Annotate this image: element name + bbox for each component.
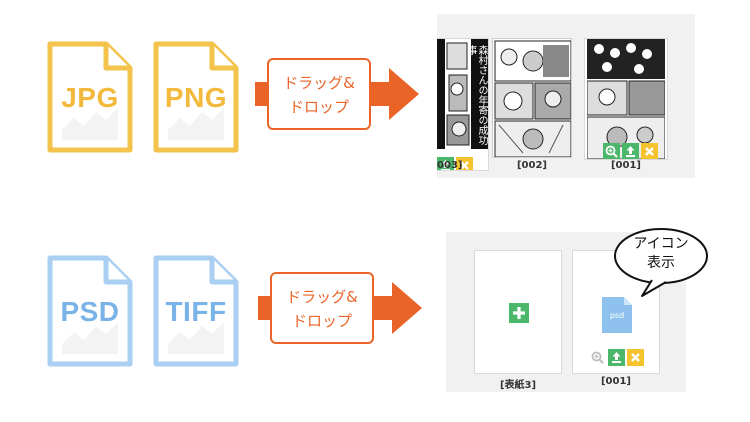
thumbnail-card-002[interactable]: [492, 38, 572, 158]
manga-title-text: 森村さんの年寄の成功事: [465, 45, 487, 145]
thumbnail-caption: 003]: [437, 160, 463, 171]
file-extension-label: TIFF: [165, 296, 227, 327]
zoom-button[interactable]: [603, 143, 620, 159]
bubble-line2: 表示: [647, 255, 675, 271]
manga-page-image: [587, 39, 665, 159]
thumbnail-caption: [001]: [600, 376, 631, 387]
manga-page-image: 森村さんの年寄の成功事: [437, 39, 488, 149]
file-extension-label: JPG: [61, 82, 119, 113]
manga-page-image: [492, 38, 572, 158]
tiff-file-icon: TIFF: [150, 252, 242, 370]
drag-drop-arrow: ドラッグ& ドロップ: [258, 270, 428, 350]
delete-button[interactable]: [627, 349, 644, 366]
zoom-button[interactable]: [589, 349, 606, 366]
psd-file-icon: PSD: [44, 252, 136, 370]
drag-label-line1: ドラッグ&: [286, 288, 358, 306]
drag-drop-arrow: ドラッグ& ドロップ: [255, 56, 425, 136]
page-thumbnail-panel: 森村さんの年寄の成功事 003] [002: [437, 14, 695, 178]
thumbnail-card-001[interactable]: [584, 38, 668, 160]
delete-button[interactable]: [641, 143, 658, 159]
upload-button[interactable]: [608, 349, 625, 366]
psd-icon-text: psd: [609, 311, 625, 320]
add-page-card[interactable]: [474, 250, 562, 374]
drag-label-line2: ドロップ: [291, 312, 352, 330]
bubble-line1: アイコン: [633, 236, 689, 252]
upload-button[interactable]: [622, 143, 639, 159]
thumbnail-caption: [表紙3]: [499, 380, 537, 391]
thumbnail-caption: [001]: [610, 160, 641, 171]
file-extension-label: PNG: [164, 82, 228, 113]
upload-button[interactable]: [437, 157, 454, 170]
drag-label-line2: ドロップ: [288, 98, 349, 116]
file-extension-label: PSD: [60, 296, 120, 327]
thumbnail-caption: [002]: [516, 160, 547, 171]
jpg-file-icon: JPG: [44, 38, 136, 156]
speech-bubble: アイコン 表示: [612, 226, 710, 298]
psd-icon: psd: [600, 295, 634, 335]
png-file-icon: PNG: [150, 38, 242, 156]
drag-drop-label: ドラッグ& ドロップ: [267, 58, 371, 130]
add-icon[interactable]: [509, 303, 529, 323]
thumbnail-card-003[interactable]: 森村さんの年寄の成功事: [437, 38, 489, 171]
bubble-text: アイコン 表示: [612, 235, 710, 273]
drag-drop-label: ドラッグ& ドロップ: [270, 272, 374, 344]
delete-button[interactable]: [456, 157, 473, 170]
drag-label-line1: ドラッグ&: [283, 74, 355, 92]
